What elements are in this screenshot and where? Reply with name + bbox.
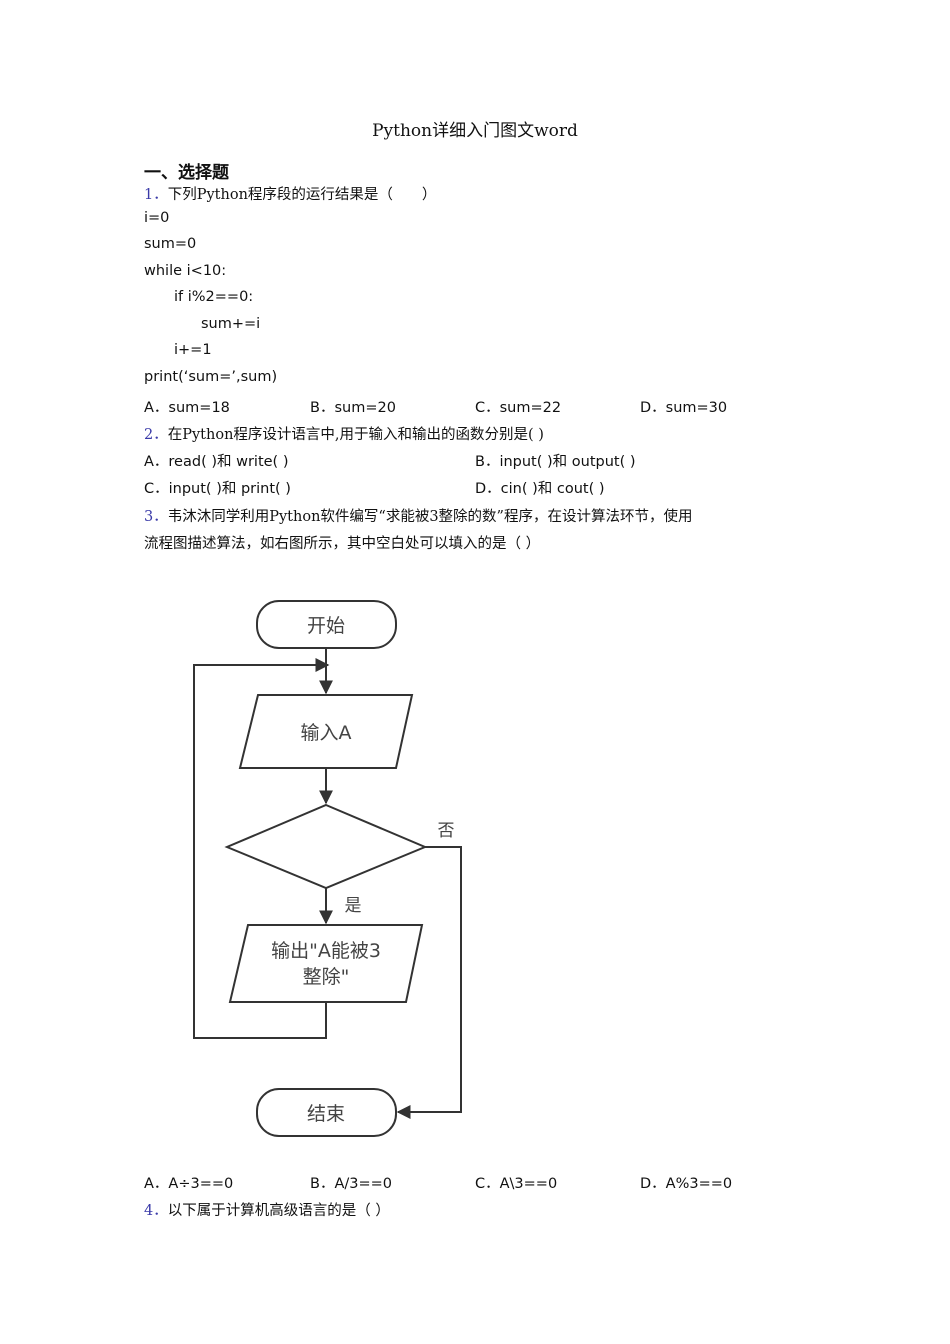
question-number: 3．: [144, 509, 168, 525]
question-2: 2．在Python程序设计语言中,用于输入和输出的函数分别是( ): [144, 423, 544, 444]
question-text: 下列Python程序段的运行结果是（ ）: [167, 187, 437, 203]
code-line: sum=0: [144, 236, 197, 252]
code-line: sum+=i: [201, 316, 261, 332]
code-line: i+=1: [174, 342, 212, 358]
option-a: A．read( )和 write( ): [144, 454, 289, 470]
code-line: print(‘sum=’,sum): [144, 369, 278, 385]
input-box: [238, 694, 414, 769]
output-label-line2: 整除": [303, 966, 350, 988]
question-3: 3．韦沐沐同学利用Python软件编写“求能被3整除的数”程序，在设计算法环节，…: [144, 505, 692, 526]
option-c: C．sum=22: [475, 400, 562, 416]
option-c: C．A\3==0: [475, 1176, 558, 1192]
document-title: Python详细入门图文word: [372, 121, 578, 141]
question-number: 1．: [144, 187, 168, 203]
question-text: 韦沐沐同学利用Python软件编写“求能被3整除的数”程序，在设计算法环节，使用: [167, 509, 693, 525]
input-label: 输入A: [301, 722, 352, 744]
output-box: [228, 924, 424, 1003]
option-d: D．sum=30: [640, 400, 728, 416]
option-a: A．sum=18: [144, 400, 230, 416]
yes-label: 是: [345, 896, 362, 916]
code-line: i=0: [144, 210, 170, 226]
end-label: 结束: [307, 1103, 345, 1125]
no-label: 否: [438, 821, 455, 841]
question-number: 2．: [144, 427, 168, 443]
question-4: 4．以下属于计算机高级语言的是（ ）: [144, 1199, 390, 1220]
option-c: C．input( )和 print( ): [144, 481, 291, 497]
option-b: B．input( )和 output( ): [475, 454, 636, 470]
code-line: while i<10:: [144, 263, 227, 279]
code-line: if i%2==0:: [174, 289, 254, 305]
question-number: 4．: [144, 1203, 168, 1219]
output-label-line1: 输出"A能被3: [271, 940, 381, 962]
question-1: 1．下列Python程序段的运行结果是（ ）: [144, 183, 436, 204]
section-heading: 一、选择题: [144, 163, 229, 183]
decision-diamond: [224, 803, 428, 890]
flowchart: 开始 输入A 否 是 输出"A能被3 整除" 结束: [193, 600, 462, 1137]
option-a: A．A÷3==0: [144, 1176, 234, 1192]
question-text: 以下属于计算机高级语言的是（ ）: [167, 1203, 390, 1219]
question-text-continued: 流程图描述算法，如右图所示，其中空白处可以填入的是（ ）: [144, 536, 541, 552]
question-text: 在Python程序设计语言中,用于输入和输出的函数分别是( ): [167, 427, 544, 443]
option-b: B．sum=20: [310, 400, 396, 416]
option-d: D．A%3==0: [640, 1176, 733, 1192]
start-label: 开始: [307, 615, 345, 637]
end-terminal: [256, 1088, 397, 1137]
option-b: B．A/3==0: [310, 1176, 393, 1192]
option-d: D．cin( )和 cout( ): [475, 481, 605, 497]
